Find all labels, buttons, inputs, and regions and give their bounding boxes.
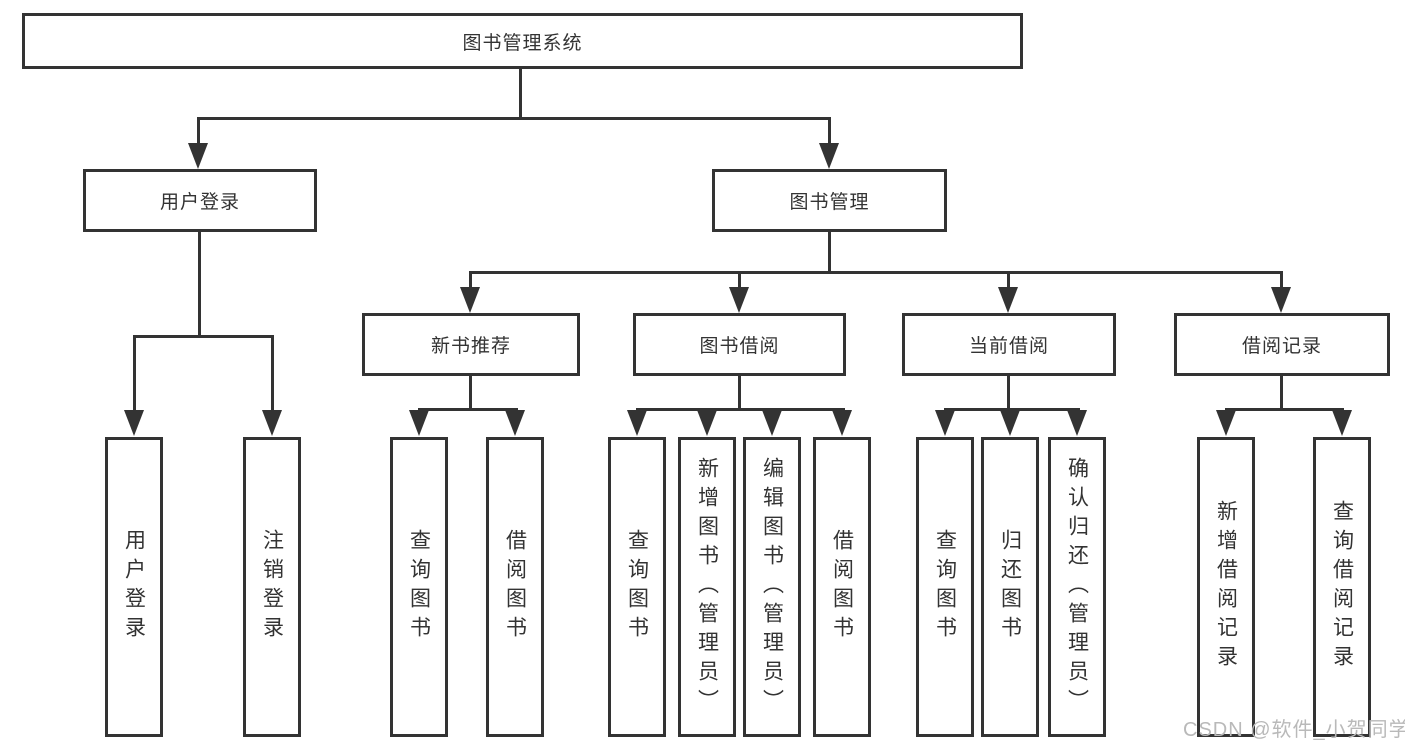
arrow-to-leaf-query-record bbox=[1332, 410, 1352, 436]
connector-book-borrow-down bbox=[738, 376, 741, 408]
leaf-logout-label: 注销登录 bbox=[260, 529, 284, 645]
arrow-to-leaf-login bbox=[124, 410, 144, 436]
arrow-to-user-login bbox=[188, 143, 208, 169]
leaf-query-book-1: 查询图书 bbox=[390, 437, 448, 737]
connector-current-borrow-stem bbox=[1007, 273, 1010, 289]
leaf-add-book: 新增图书（管理员） bbox=[678, 437, 736, 737]
node-new-book: 新书推荐 bbox=[362, 313, 580, 376]
leaf-confirm-return: 确认归还（管理员） bbox=[1048, 437, 1106, 737]
arrow-to-book-mgmt bbox=[819, 143, 839, 169]
arrow-to-leaf-confirm-return bbox=[1067, 410, 1087, 436]
arrow-to-leaf-borrow-book-1 bbox=[505, 410, 525, 436]
arrow-to-current-borrow bbox=[998, 287, 1018, 313]
leaf-query-book-2: 查询图书 bbox=[608, 437, 666, 737]
connector-borrow-record-stem bbox=[1280, 273, 1283, 289]
arrow-to-leaf-edit-book bbox=[762, 410, 782, 436]
leaf-add-record: 新增借阅记录 bbox=[1197, 437, 1255, 737]
leaf-borrow-book-2-label: 借阅图书 bbox=[830, 529, 854, 645]
arrow-to-leaf-query-book-2 bbox=[627, 410, 647, 436]
connector-book-borrow-stem bbox=[738, 273, 741, 289]
leaf-add-book-label: 新增图书（管理员） bbox=[695, 456, 719, 718]
connector-borrow-record-down bbox=[1280, 376, 1283, 408]
arrow-to-leaf-return-book bbox=[1000, 410, 1020, 436]
leaf-edit-book-label: 编辑图书（管理员） bbox=[760, 456, 784, 718]
leaf-add-record-label: 新增借阅记录 bbox=[1214, 500, 1238, 674]
connector-book-mgmt-down bbox=[828, 232, 831, 271]
leaf-query-book-1-label: 查询图书 bbox=[407, 529, 431, 645]
connector-root-stem bbox=[519, 69, 522, 117]
node-book-mgmt: 图书管理 bbox=[712, 169, 947, 232]
arrow-to-borrow-record bbox=[1271, 287, 1291, 313]
arrow-to-leaf-query-book-3 bbox=[935, 410, 955, 436]
arrow-to-book-borrow bbox=[729, 287, 749, 313]
connector-current-borrow-bar bbox=[944, 408, 1080, 411]
arrow-to-leaf-borrow-book-2 bbox=[832, 410, 852, 436]
connector-leaf-logout-stem bbox=[271, 337, 274, 412]
leaf-borrow-book-2: 借阅图书 bbox=[813, 437, 871, 737]
arrow-to-leaf-logout bbox=[262, 410, 282, 436]
arrow-to-leaf-add-record bbox=[1216, 410, 1236, 436]
connector-book-mgmt-bar bbox=[469, 271, 1283, 274]
connector-new-book-down bbox=[469, 376, 472, 408]
connector-user-login-bar bbox=[133, 335, 274, 338]
leaf-borrow-book-1-label: 借阅图书 bbox=[503, 529, 527, 645]
node-book-mgmt-label: 图书管理 bbox=[789, 192, 870, 213]
node-root-label: 图书管理系统 bbox=[462, 32, 583, 54]
node-new-book-label: 新书推荐 bbox=[430, 336, 511, 357]
node-book-borrow-label: 图书借阅 bbox=[699, 336, 780, 357]
arrow-to-leaf-add-book bbox=[697, 410, 717, 436]
node-borrow-record: 借阅记录 bbox=[1174, 313, 1390, 376]
leaf-query-record: 查询借阅记录 bbox=[1313, 437, 1371, 737]
leaf-query-book-3-label: 查询图书 bbox=[933, 529, 957, 645]
connector-new-book-bar bbox=[418, 408, 518, 411]
leaf-return-book: 归还图书 bbox=[981, 437, 1039, 737]
node-user-login: 用户登录 bbox=[83, 169, 317, 232]
leaf-logout: 注销登录 bbox=[243, 437, 301, 737]
connector-user-login-down bbox=[198, 232, 201, 335]
node-current-borrow-label: 当前借阅 bbox=[968, 336, 1049, 357]
node-book-borrow: 图书借阅 bbox=[633, 313, 846, 376]
connector-leaf-login-stem bbox=[133, 337, 136, 412]
leaf-borrow-book-1: 借阅图书 bbox=[486, 437, 544, 737]
node-borrow-record-label: 借阅记录 bbox=[1241, 336, 1322, 357]
leaf-query-book-3: 查询图书 bbox=[916, 437, 974, 737]
csdn-watermark: CSDN @软件_小贺同学 bbox=[1183, 719, 1405, 741]
connector-current-borrow-down bbox=[1007, 376, 1010, 408]
node-user-login-label: 用户登录 bbox=[159, 192, 240, 213]
leaf-user-login-label: 用户登录 bbox=[122, 529, 146, 645]
connector-book-borrow-bar bbox=[636, 408, 845, 411]
node-root: 图书管理系统 bbox=[22, 13, 1023, 69]
node-current-borrow: 当前借阅 bbox=[902, 313, 1116, 376]
leaf-confirm-return-label: 确认归还（管理员） bbox=[1065, 456, 1089, 718]
leaf-query-record-label: 查询借阅记录 bbox=[1330, 500, 1354, 674]
leaf-user-login: 用户登录 bbox=[105, 437, 163, 737]
connector-root-bar bbox=[197, 117, 831, 120]
arrow-to-leaf-query-book-1 bbox=[409, 410, 429, 436]
connector-user-login-stem bbox=[197, 119, 200, 145]
connector-book-mgmt-stem bbox=[828, 119, 831, 145]
connector-borrow-record-bar bbox=[1225, 408, 1344, 411]
leaf-query-book-2-label: 查询图书 bbox=[625, 529, 649, 645]
leaf-return-book-label: 归还图书 bbox=[998, 529, 1022, 645]
arrow-to-new-book bbox=[460, 287, 480, 313]
leaf-edit-book: 编辑图书（管理员） bbox=[743, 437, 801, 737]
connector-new-book-stem bbox=[469, 273, 472, 289]
